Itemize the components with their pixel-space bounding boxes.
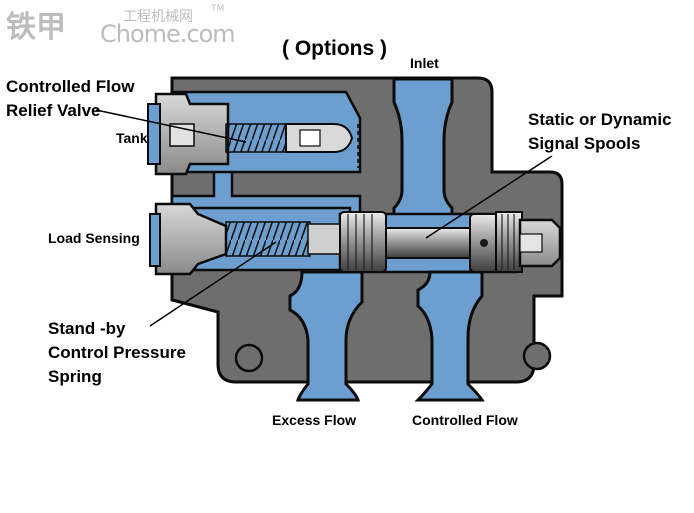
diagram-title: ( Options ): [282, 37, 387, 60]
mounting-hole-right: [522, 341, 552, 371]
watermark-brand: Chome.com: [100, 20, 236, 48]
signal-spools-label-line1: Static or Dynamic: [528, 110, 672, 129]
relief-valve-spring: [225, 123, 289, 153]
excess-flow-label: Excess Flow: [272, 412, 357, 428]
relief-valve-label-line2: Relief Valve: [6, 101, 101, 120]
standby-spring-leader: [149, 241, 277, 327]
controlled-flow-passage: [414, 270, 485, 402]
standby-spring-label-line1: Stand -by: [48, 319, 126, 338]
controlled-flow-label: Controlled Flow: [412, 412, 518, 428]
excess-flow-passage: [288, 270, 364, 402]
mounting-hole-left: [234, 343, 264, 373]
load-sensing-label: Load Sensing: [48, 230, 140, 246]
standby-spring: [225, 221, 311, 257]
signal-spools-label-line2: Signal Spools: [528, 134, 641, 153]
spool-stem: [385, 227, 471, 259]
inlet-label: Inlet: [410, 55, 439, 71]
inlet-passage: [392, 77, 454, 234]
watermark-trademark: TM: [211, 4, 225, 14]
relief-valve-label-line1: Controlled Flow: [6, 77, 135, 96]
watermark-logo: 铁甲: [6, 10, 66, 45]
relief-valve-leader: [95, 109, 247, 143]
signal-spools-leader: [425, 155, 553, 239]
watermark-chinese-text: 工程机械网: [123, 9, 193, 25]
spool-left-land: [339, 211, 387, 273]
standby-spring-label-line2: Control Pressure: [48, 343, 186, 362]
standby-spring-label-line3: Spring: [48, 367, 102, 386]
tank-label: Tank: [116, 130, 148, 146]
